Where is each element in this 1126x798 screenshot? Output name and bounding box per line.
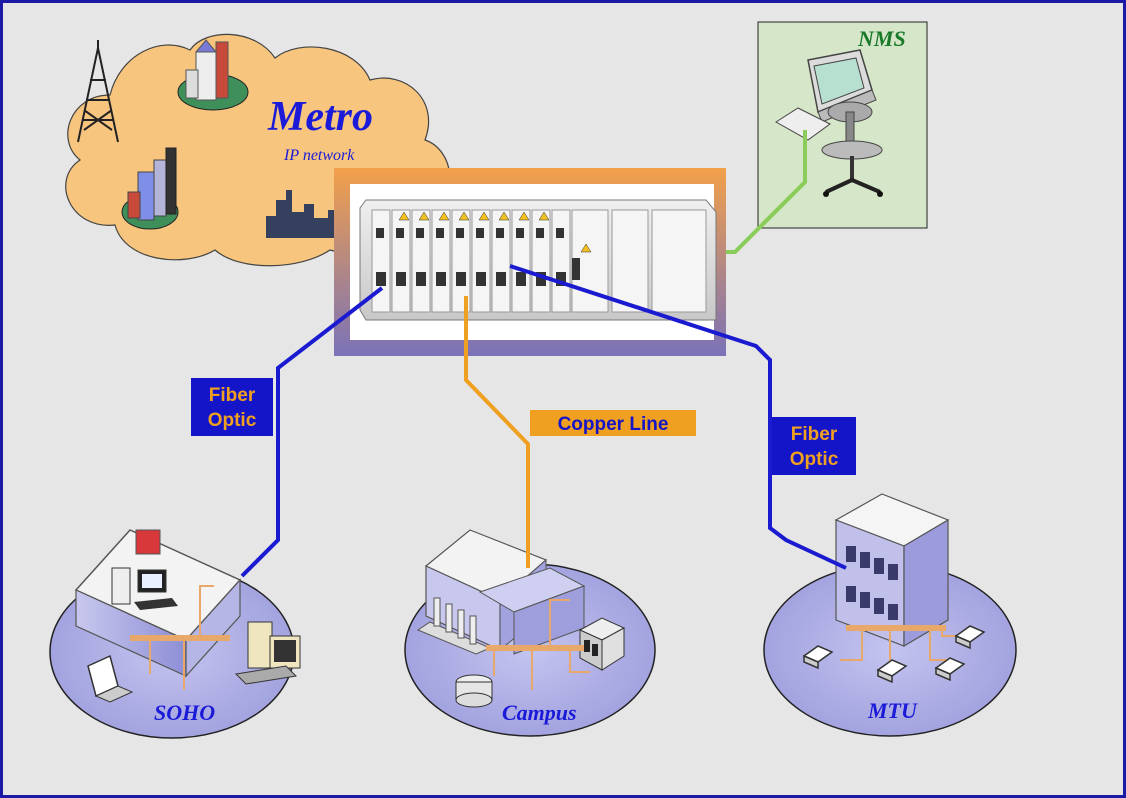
fiber-link-left xyxy=(240,286,384,578)
campus-lan-wiring xyxy=(486,599,590,690)
fiber-right-line1: Fiber xyxy=(791,424,838,445)
campus-building-icon xyxy=(416,529,586,655)
nms-label: NMS xyxy=(857,26,906,51)
copper-link xyxy=(464,296,530,568)
radio-tower-icon xyxy=(77,40,119,143)
copper-label-text: Copper Line xyxy=(558,414,669,435)
city-skyline-icon xyxy=(266,190,336,238)
office-towers-icon xyxy=(121,147,179,230)
nms-station: NMS xyxy=(757,21,928,229)
metro-subtitle: IP network xyxy=(283,147,355,164)
copper-line-label: Copper Line xyxy=(530,410,696,436)
chassis-cards xyxy=(371,209,707,313)
chassis-ports xyxy=(376,228,580,286)
fiber-left-line1: Fiber xyxy=(209,385,256,406)
modem-icons xyxy=(802,625,986,684)
lan-wiring xyxy=(130,585,230,690)
server-pc-icon xyxy=(234,621,301,685)
fiber-optic-label-right: Fiber Optic xyxy=(772,417,856,475)
fiber-optic-label-left: Fiber Optic xyxy=(191,378,273,436)
mtu-label: MTU xyxy=(867,698,918,723)
site-mtu: MTU xyxy=(763,493,1017,737)
workstation-icon xyxy=(775,49,883,197)
fiber-link-right xyxy=(509,264,847,570)
site-campus: Campus xyxy=(404,529,656,737)
site-soho: SOHO xyxy=(49,529,301,739)
laptop-icon xyxy=(87,654,134,703)
server-rack-icon xyxy=(578,617,626,671)
warning-icons xyxy=(398,211,592,253)
storage-drum-icon xyxy=(455,674,493,708)
office-building-icon xyxy=(834,493,950,648)
fiber-right-line2: Optic xyxy=(790,449,839,470)
desktop-computer-icon xyxy=(111,567,178,610)
church-building-icon xyxy=(177,39,249,111)
campus-label: Campus xyxy=(502,700,577,725)
soho-label: SOHO xyxy=(154,700,215,725)
fiber-left-line2: Optic xyxy=(208,410,257,431)
aggregation-chassis xyxy=(334,168,726,356)
metro-title: Metro xyxy=(267,94,373,140)
